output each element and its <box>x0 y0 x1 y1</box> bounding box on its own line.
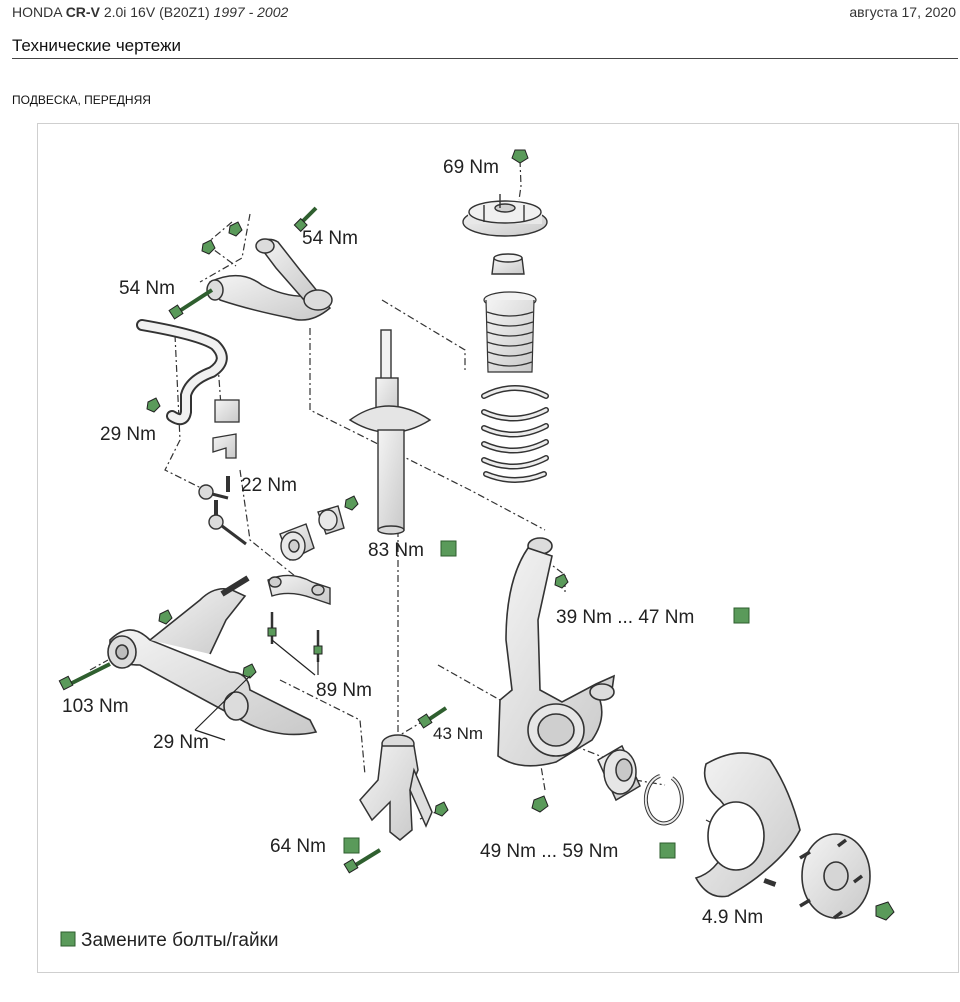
radius-rod-bushing <box>279 505 345 561</box>
strut-top-mount <box>462 194 548 237</box>
stabilizer-bar <box>136 319 228 426</box>
vehicle-years: 1997 - 2002 <box>213 4 289 20</box>
bolts-89-heads <box>267 627 323 655</box>
damper-fork <box>359 734 433 841</box>
wheel-hub <box>799 833 871 920</box>
bolt-22 <box>226 476 230 492</box>
nut-39-47 <box>554 573 569 589</box>
splash-shield <box>694 752 801 898</box>
bolt-4-9 <box>763 878 777 887</box>
replace-marker-39-47 <box>733 607 750 624</box>
bolt-103 <box>58 662 111 691</box>
torque-label-83: 83 Nm <box>368 540 424 561</box>
page-header: HONDA CR-V 2.0i 16V (B20Z1) 1997 - 2002 … <box>12 4 958 24</box>
vehicle-engine: 2.0i 16V (B20Z1) <box>103 4 210 20</box>
shock-absorber <box>348 329 432 535</box>
torque-label-103: 103 Nm <box>62 696 129 717</box>
wheel-bearing <box>597 744 641 802</box>
replace-marker-64 <box>343 837 360 854</box>
bolt-54-upper <box>293 206 318 233</box>
bolt-64 <box>343 848 382 874</box>
bump-stop <box>491 253 525 275</box>
torque-label-39-47: 39 Nm ... 47 Nm <box>556 607 694 628</box>
torque-label-4-9: 4.9 Nm <box>702 907 763 928</box>
radius-rod-bracket <box>267 574 331 605</box>
dust-boot <box>483 291 537 373</box>
replace-marker-83 <box>440 540 457 557</box>
circlip-inner <box>644 775 683 825</box>
leader-29-lower <box>194 675 251 741</box>
coil-spring-highlight <box>482 386 548 482</box>
torque-label-64: 64 Nm <box>270 836 326 857</box>
nut-lower-arm <box>158 609 173 625</box>
document-date: августа 17, 2020 <box>849 4 956 20</box>
nut-29-stab <box>146 397 161 413</box>
torque-label-54-upper: 54 Nm <box>302 228 358 249</box>
nut-49-59 <box>531 795 549 813</box>
nut-upper-arm-a <box>228 221 243 237</box>
nut-upper-arm-b <box>201 239 216 255</box>
nut-83-radius <box>344 495 359 511</box>
vehicle-make: HONDA <box>12 4 62 20</box>
section-title: ПОДВЕСКА, ПЕРЕДНЯЯ <box>12 93 151 107</box>
torque-label-43: 43 Nm <box>433 724 483 743</box>
stabilizer-bushing <box>214 399 240 423</box>
hub-nut <box>875 901 895 921</box>
nut-fork <box>434 801 449 817</box>
bolts-89 <box>270 612 320 662</box>
page-title: Технические чертежи <box>12 36 181 55</box>
torque-label-29-stab: 29 Nm <box>100 424 156 445</box>
steering-knuckle <box>497 537 615 767</box>
leader-89 <box>271 639 319 676</box>
legend-marker <box>60 931 76 947</box>
stabilizer-bracket <box>212 433 237 459</box>
torque-label-54-lower: 54 Nm <box>119 278 175 299</box>
torque-label-22: 22 Nm <box>241 475 297 496</box>
bolt-54-lower <box>168 288 214 320</box>
legend-text: Замените болты/гайки <box>81 930 279 951</box>
bolt-43 <box>417 706 448 729</box>
upper-control-arm <box>206 238 333 321</box>
torque-label-89: 89 Nm <box>316 680 372 701</box>
vehicle-model: CR-V <box>65 4 100 20</box>
stabilizer-link <box>198 484 247 546</box>
nut-69 <box>511 149 529 164</box>
torque-label-29-lower: 29 Nm <box>153 732 209 753</box>
diagram-frame <box>37 123 959 973</box>
lower-control-arm <box>107 575 318 736</box>
torque-label-49-59: 49 Nm ... 59 Nm <box>480 841 618 862</box>
nut-29-lower <box>242 663 257 679</box>
title-divider <box>12 58 958 59</box>
torque-label-69: 69 Nm <box>443 157 499 178</box>
replace-marker-49-59 <box>659 842 676 859</box>
